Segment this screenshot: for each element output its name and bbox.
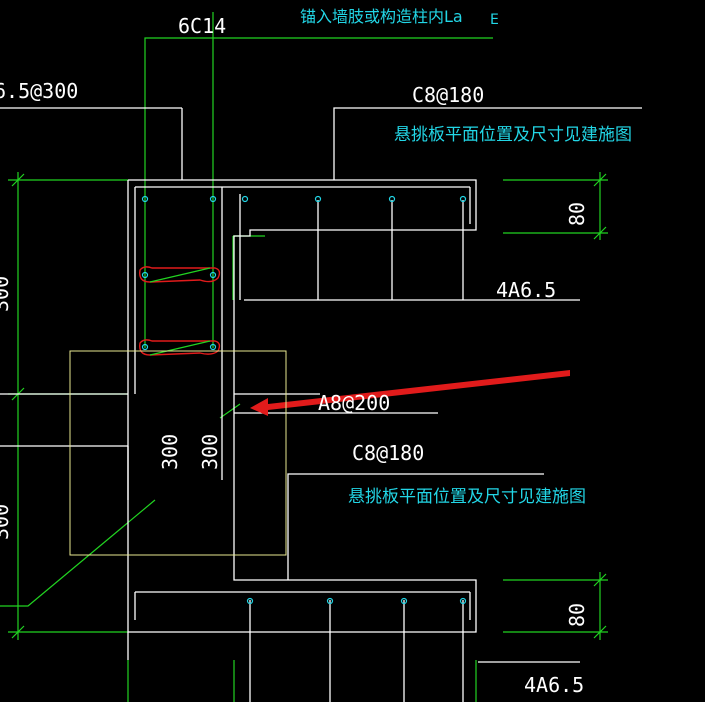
- left-rebar-label: 6.5@300: [0, 79, 78, 103]
- dist-bar-label: A8@200: [318, 391, 390, 415]
- left-dim-2: 300: [0, 504, 13, 540]
- annotation-arrow: [250, 370, 570, 416]
- slab-top-bar-label: C8@180: [412, 83, 484, 107]
- structure-outline: [0, 107, 642, 702]
- dim-80-top: 80: [565, 202, 589, 226]
- bar-bottom-top-label: 4A6.5: [496, 278, 556, 302]
- rebar-dots: [141, 195, 467, 605]
- left-dim-1: 300: [0, 276, 13, 312]
- wall-dim-1: 300: [158, 434, 182, 470]
- red-highlights: [139, 266, 221, 356]
- labels: 6C14 锚入墙肢或构造柱内La E 6.5@300 C8@180 悬挑板平面位…: [0, 7, 632, 697]
- slab-note-top: 悬挑板平面位置及尺寸见建施图: [394, 125, 632, 145]
- anchor-note: 锚入墙肢或构造柱内La: [300, 7, 463, 26]
- slab-bottom-bar-label: C8@180: [352, 441, 424, 465]
- green-lines: [0, 12, 608, 702]
- dim-80-bottom: 80: [565, 603, 589, 627]
- anchor-suffix: E: [490, 12, 499, 28]
- selection-box: [69, 350, 287, 556]
- wall-dim-2: 300: [198, 434, 222, 470]
- bar-bottom-lower-label: 4A6.5: [524, 673, 584, 697]
- top-bar-label: 6C14: [178, 14, 226, 38]
- slab-note-bottom: 悬挑板平面位置及尺寸见建施图: [348, 487, 586, 507]
